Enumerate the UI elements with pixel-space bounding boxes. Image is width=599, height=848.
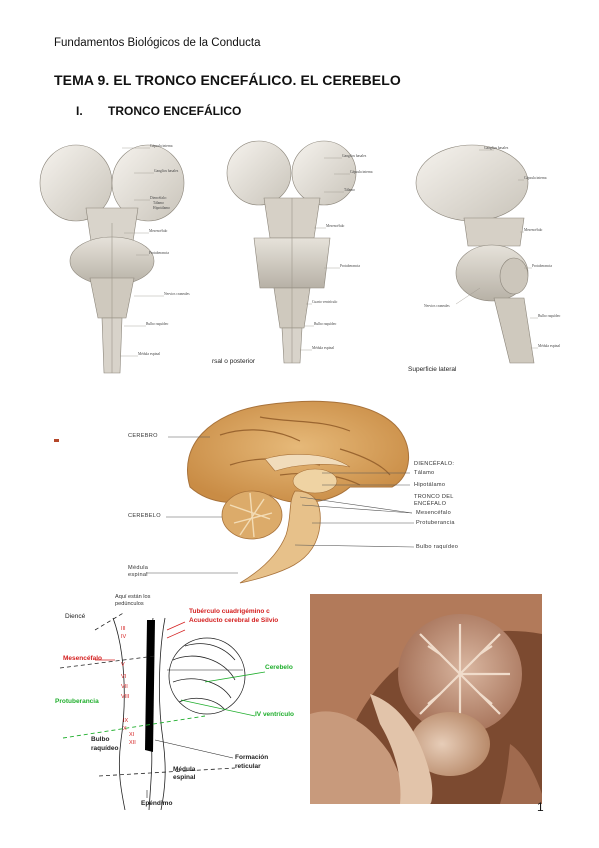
label-ganglios-basales-a: Ganglios basales: [154, 169, 179, 173]
fourth-ventricle-bar: [145, 620, 155, 752]
caption-dorsal-view: rsal o posterior: [212, 358, 255, 365]
label-medula: Médula: [128, 565, 149, 571]
label-leader-lines: [120, 147, 538, 357]
arbor-vitae: [419, 624, 510, 724]
label-cerebro: CEREBRO: [128, 433, 158, 439]
cranial-nerve-xii: XII: [129, 740, 136, 746]
label-diencefalo-fig3: Diencé: [65, 613, 86, 620]
label-cuarto-ventriculo-b: Cuarto ventrículo: [312, 300, 338, 304]
label-nervios-craneales-c: Nervios craneales: [424, 304, 450, 308]
label-protuberancia-fig2: Protuberancia: [416, 520, 455, 526]
cerebellum-photo: [310, 594, 542, 804]
label-mesencefalo-fig3: Mesencéfalo: [63, 655, 103, 662]
label-espinal-fig3: espinal: [173, 774, 196, 781]
label-encefalo: ENCÉFALO: [414, 501, 447, 507]
label-diencefalo: DIENCÉFALO:: [414, 461, 455, 467]
cerebrum-shape: [187, 400, 409, 504]
red-leader-lines: [95, 621, 186, 661]
document-header: Fundamentos Biológicos de la Conducta: [54, 37, 261, 49]
label-nervios-craneales-a: Nervios craneales: [164, 292, 190, 296]
label-mesencefalo-b: Mesencéfalo: [326, 224, 345, 228]
label-hipotalamo: Hipotálamo: [414, 482, 446, 488]
brainstem-lateral-view: [415, 144, 535, 364]
label-protuberancia-a: Protuberancia: [149, 251, 169, 255]
schematic-outline: [112, 617, 246, 810]
label-acueducto: Acueducto cerebral de Silvio: [189, 617, 279, 624]
protuberance-boundary: [62, 715, 206, 739]
label-capsula-interna-c: Cápsula interna: [524, 176, 547, 180]
label-medula-espinal-a: Médula espinal: [138, 352, 161, 356]
label-talamo: Tálamo: [414, 470, 435, 476]
brainstem-views-figure: Cápsula interna Ganglios basales Diencéf…: [24, 128, 580, 378]
label-medula-espinal-b: Médula espinal: [312, 346, 335, 350]
label-formacion: Formación: [235, 754, 269, 761]
label-medula-espinal-c: Médula espinal: [538, 344, 561, 348]
boundary-dashes: [59, 611, 236, 777]
cerebellum-shape: [221, 490, 283, 540]
figure-marker: [54, 439, 59, 442]
label-capsula-interna-a: Cápsula interna: [150, 144, 173, 148]
label-tronco-del: TRONCO DEL: [414, 494, 454, 500]
label-talamo-a: Tálamo: [153, 201, 164, 205]
cranial-nerve-iv: IV: [121, 634, 127, 640]
page-title: TEMA 9. EL TRONCO ENCEFÁLICO. EL CEREBEL…: [54, 72, 401, 88]
brainstem-views-drawing: [39, 140, 538, 374]
label-pedunculos: pedúnculos: [115, 601, 144, 607]
label-medula-fig3: Médula: [173, 766, 196, 773]
label-hipotalamo-a: Hipotálamo: [153, 206, 170, 210]
brainstem-schematic-drawing: III IV V VI VII VIII IX XXI XII: [59, 611, 266, 810]
cranial-nerve-viii: VIII: [121, 694, 130, 700]
label-ganglios-basales-b: Ganglios basales: [342, 154, 367, 158]
page-number: 1: [537, 800, 544, 814]
label-bulbo-raquideo-a: Bulbo raquídeo: [146, 322, 169, 326]
cranial-nerve-x: X: [123, 726, 127, 732]
cranial-nerve-vii: VII: [121, 684, 128, 690]
label-tuberculo: Tubérculo cuadrigémino c: [189, 608, 270, 615]
cranial-nerve-ix: IX: [123, 718, 129, 724]
fig2-leader-lines: [146, 436, 415, 574]
label-ganglios-basales-c: Ganglios basales: [484, 146, 509, 150]
label-bulbo-raquideo-c: Bulbo raquídeo: [538, 314, 561, 318]
label-talamo-b: Tálamo: [344, 188, 355, 192]
label-capsula-interna-b: Cápsula interna: [350, 170, 373, 174]
section-number: I.: [76, 104, 83, 118]
brainstem-shape: [239, 490, 321, 584]
label-diencefalo-a: Diencéfalo:: [150, 196, 167, 200]
sagittal-brain-drawing: [146, 400, 415, 584]
cranial-nerve-iii: III: [121, 626, 126, 632]
label-protuberancia-c: Protuberancia: [532, 264, 552, 268]
label-bulbo-raquideo-b: Bulbo raquídeo: [314, 322, 337, 326]
cranial-nerve-v: V: [121, 662, 125, 668]
diencephalon-shape: [292, 468, 338, 494]
label-ependimo: Epéndimo: [141, 800, 173, 807]
black-leader-lines: [146, 739, 234, 798]
label-cerebelo-fig3: Cerebelo: [265, 664, 293, 671]
label-reticular: reticular: [235, 763, 261, 770]
label-protuberancia-fig3: Protuberancia: [55, 698, 99, 705]
label-bulbo: Bulbo: [91, 736, 110, 743]
brainstem-ventral-view: [39, 144, 185, 374]
label-mesencefalo-c: Mesencéfalo: [524, 228, 543, 232]
label-aqui-estan: Aquí están los: [115, 594, 151, 600]
cranial-nerve-vi: VI: [121, 674, 127, 680]
label-bulbo-fig2: Bulbo raquídeo: [416, 544, 459, 550]
cranial-nerve-xi: XI: [129, 732, 135, 738]
green-leader-lines: [180, 671, 266, 717]
label-cerebelo: CEREBELO: [128, 513, 161, 519]
label-raquideo: raquídeo: [91, 745, 119, 752]
sagittal-brain-figure: CEREBRO CEREBELO DIENCÉFALO: Tálamo Hipo…: [50, 395, 550, 585]
label-mesencefalo-a: Mesencéfalo: [149, 229, 168, 233]
label-protuberancia-b: Protuberancia: [340, 264, 360, 268]
cerebellum-photo-drawing: [310, 594, 542, 804]
label-iv-ventriculo: IV ventrículo: [255, 711, 295, 718]
cranial-nerve-labels: III IV V VI VII VIII IX XXI XII: [121, 626, 136, 746]
caption-lateral-view: Superficie lateral: [408, 366, 457, 373]
label-espinal: espinal: [128, 572, 148, 578]
brainstem-dorsal-view: [226, 140, 357, 364]
section-title: TRONCO ENCEFÁLICO: [108, 104, 242, 118]
label-mesencefalo-fig2: Mesencéfalo: [416, 510, 452, 516]
